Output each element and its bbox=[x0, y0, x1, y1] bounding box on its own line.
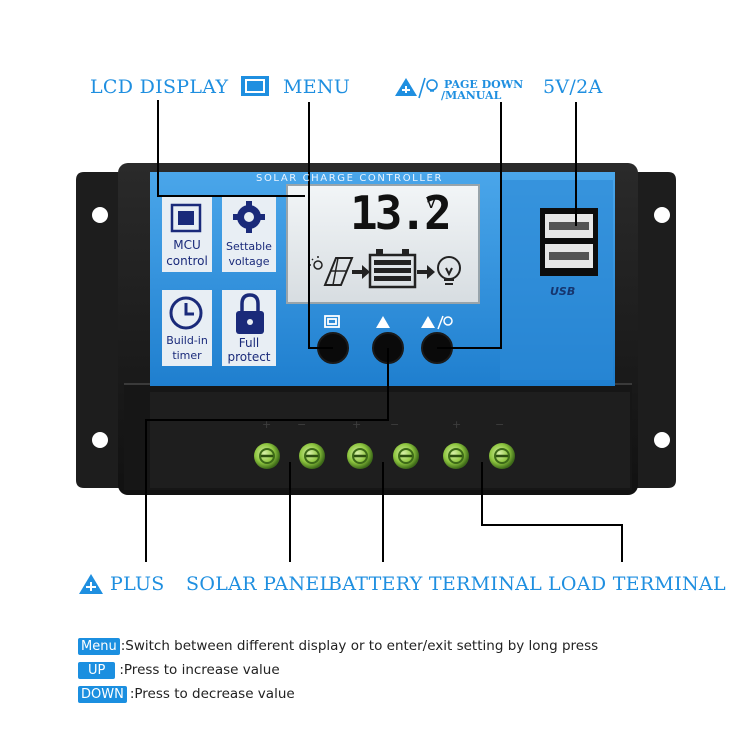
legend-text-up: :Press to increase value bbox=[119, 662, 280, 678]
feature-timer-line2: timer bbox=[172, 349, 202, 362]
svg-text:+: + bbox=[262, 418, 271, 431]
lcd-voltage-reading: 13.2 bbox=[350, 186, 452, 240]
feature-voltage-line2: voltage bbox=[228, 255, 270, 268]
legend-tag-down: DOWN bbox=[78, 685, 127, 703]
plus-label: PLUS bbox=[110, 573, 165, 595]
load-terminal-label: LOAD TERMINAL bbox=[548, 573, 726, 595]
solar-panel-label: SOLAR PANEL bbox=[186, 573, 333, 595]
battery-terminal-label: BATTERY TERMINAL bbox=[328, 573, 543, 595]
lcd-arrow-icon bbox=[417, 265, 435, 279]
lcd-voltage-unit: V bbox=[426, 194, 437, 212]
lcd-bulb-icon bbox=[437, 256, 461, 285]
feature-mcu-line1: MCU bbox=[173, 238, 201, 252]
lcd-solar-panel-icon bbox=[323, 257, 354, 286]
svg-text:−: − bbox=[495, 418, 504, 431]
legend-tag-up: UP bbox=[78, 661, 116, 679]
feature-protect-line2: protect bbox=[227, 350, 271, 364]
up-triangle-icon bbox=[395, 77, 438, 99]
svg-text:+: + bbox=[452, 418, 461, 431]
svg-text:+: + bbox=[352, 418, 361, 431]
feature-timer-line1: Build-in bbox=[166, 334, 208, 347]
menu-label: MENU bbox=[283, 76, 351, 98]
manual-label: /MANUAL bbox=[441, 89, 502, 102]
usb-label: USB bbox=[550, 285, 576, 298]
menu-label-icon bbox=[241, 76, 269, 96]
callout-lines bbox=[145, 100, 623, 562]
lcd-display-label: LCD DISPLAY bbox=[90, 76, 229, 98]
gear-icon bbox=[233, 201, 265, 233]
feature-protect-line1: Full bbox=[238, 336, 260, 350]
clock-icon bbox=[169, 296, 203, 330]
legend-row-up: UP :Press to increase value bbox=[78, 661, 280, 679]
terminal-polarity-marks: + − + − + − bbox=[262, 418, 504, 431]
usb-port bbox=[540, 208, 598, 276]
legend-text-down: :Press to decrease value bbox=[129, 686, 295, 702]
chip-icon bbox=[170, 203, 202, 233]
feature-mcu-line2: control bbox=[166, 254, 208, 268]
feature-tile-mcu bbox=[162, 196, 212, 272]
legend-tag-menu: Menu bbox=[78, 637, 120, 655]
legend-row-down: DOWN :Press to decrease value bbox=[78, 685, 295, 703]
feature-voltage-line1: Settable bbox=[226, 240, 272, 253]
svg-text:−: − bbox=[297, 418, 306, 431]
legend-text-menu: :Switch between different display or to … bbox=[120, 638, 599, 654]
device-header: SOLAR CHARGE CONTROLLER bbox=[256, 173, 443, 184]
svg-text:−: − bbox=[390, 418, 399, 431]
plus-triangle-icon bbox=[79, 574, 103, 594]
padlock-icon bbox=[236, 293, 264, 334]
lcd-battery-icon bbox=[368, 249, 417, 289]
screw-terminals bbox=[254, 443, 515, 469]
page-down-label: PAGE DOWN bbox=[444, 78, 524, 91]
button-icon-down-manual bbox=[421, 315, 453, 330]
button-icon-menu bbox=[324, 315, 340, 328]
usb-rating-label: 5V/2A bbox=[543, 76, 603, 98]
legend-row-menu: Menu :Switch between different display o… bbox=[78, 637, 598, 655]
left-mounting-ear bbox=[76, 172, 130, 488]
lcd-arrow-icon bbox=[352, 265, 370, 279]
button-icon-up bbox=[376, 316, 390, 328]
